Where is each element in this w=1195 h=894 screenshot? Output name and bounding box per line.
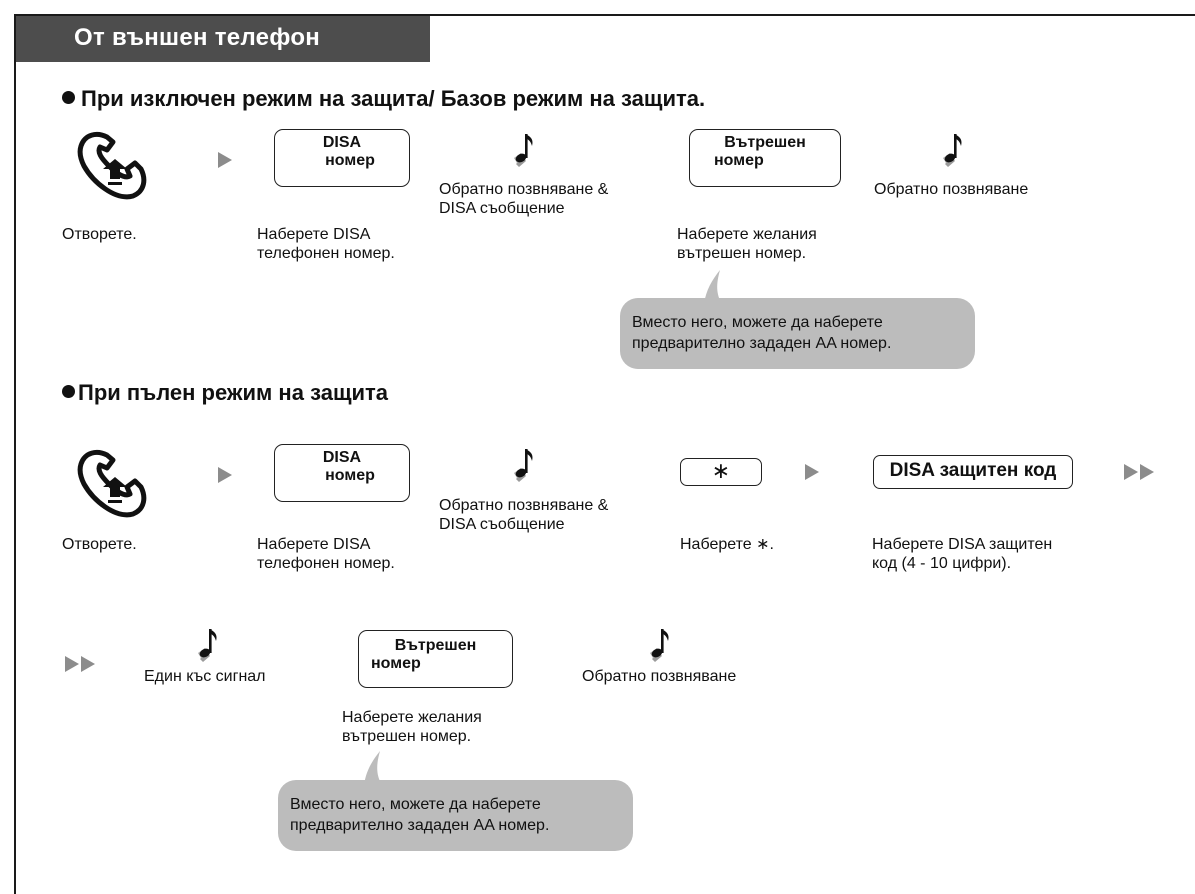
s2-disa-label-line1: Наберете DISA: [257, 536, 371, 553]
s1-ringback-label-line2: DISA съобщение: [439, 200, 565, 217]
s1-note-line1: Вместо него, можете да наберете: [632, 314, 883, 331]
s1-note-line2: предварително зададен AA номер.: [632, 335, 892, 352]
s2-star-label: Наберете ∗.: [680, 536, 774, 553]
play-arrow-icon: [218, 467, 232, 483]
s1-offhook-label: Отворете.: [62, 226, 137, 243]
s2-disa-key-line2: номер: [325, 467, 375, 484]
s2-ext-label: Наберете желания вътрешен номер.: [342, 708, 482, 746]
section2-heading-text: При пълен режим на защита: [78, 380, 389, 405]
s2-ext-key-line1: Вътрешен: [394, 637, 477, 654]
s2-note-line1: Вместо него, можете да наберете: [290, 796, 541, 813]
bullet-icon: [62, 91, 75, 104]
s1-ext-label-line2: вътрешен номер.: [677, 245, 807, 262]
s1-disa-number-key: DISA номер: [274, 129, 410, 187]
s1-note-bubble: Вместо него, можете да наберете предвари…: [620, 298, 975, 369]
play-arrow-icon: [218, 152, 232, 168]
disa-security-code-key: DISA защитен код: [873, 455, 1073, 489]
s2-ext-label-line1: Наберете желания: [342, 709, 482, 726]
frame-top-border: [14, 14, 1195, 16]
s2-short-tone-label: Един къс сигнал: [144, 668, 266, 685]
s2-code-label: Наберете DISA защитен код (4 - 10 цифри)…: [872, 535, 1052, 573]
section1-heading-text: При изключен режим на защита/ Базов режи…: [81, 86, 706, 111]
s2-ringback-label-line1: Обратно позвняване &: [439, 497, 609, 514]
music-note-tone-icon: [942, 131, 966, 167]
s1-final-tone-label: Обратно позвняване: [874, 181, 1029, 198]
s2-disa-label-line2: телефонен номер.: [257, 555, 395, 572]
music-note-tone-icon: [513, 446, 537, 482]
s2-final-tone-label: Обратно позвняване: [582, 668, 737, 685]
page-title: От външен телефон: [16, 16, 430, 62]
handset-offhook-icon: [75, 444, 165, 522]
star-key: ∗: [680, 458, 762, 486]
s2-disa-number-key: DISA номер: [274, 444, 410, 502]
s1-ext-key-line2: номер: [714, 152, 764, 169]
s1-ringback-label-line1: Обратно позвняване &: [439, 181, 609, 198]
s1-disa-label: Наберете DISA телефонен номер.: [257, 225, 395, 263]
s1-disa-key-line2: номер: [325, 152, 375, 169]
music-note-tone-icon: [513, 131, 537, 167]
s1-ext-key-line1: Вътрешен: [724, 134, 806, 151]
s1-ext-label-line1: Наберете желания: [677, 226, 817, 243]
s2-note-bubble: Вместо него, можете да наберете предвари…: [278, 780, 633, 851]
s2-ringback-label: Обратно позвняване & DISA съобщение: [439, 496, 608, 534]
s2-disa-key-line1: DISA: [322, 449, 362, 466]
section2-heading: При пълен режим на защита: [62, 380, 388, 406]
s2-offhook-label: Отворете.: [62, 536, 137, 553]
music-note-tone-icon: [649, 626, 673, 662]
s1-disa-label-line1: Наберете DISA: [257, 226, 371, 243]
s2-ringback-label-line2: DISA съобщение: [439, 516, 565, 533]
s2-ext-label-line2: вътрешен номер.: [342, 728, 472, 745]
s2-disa-label: Наберете DISA телефонен номер.: [257, 535, 395, 573]
handset-offhook-icon: [75, 126, 165, 204]
music-note-tone-icon: [197, 626, 221, 662]
frame-left-border: [14, 14, 16, 894]
s1-ringback-label: Обратно позвняване & DISA съобщение: [439, 180, 608, 218]
s2-code-label-line1: Наберете DISA защитен: [872, 536, 1053, 553]
s1-disa-key-line1: DISA: [322, 134, 362, 151]
bullet-icon: [62, 385, 75, 398]
s2-extension-number-key: Вътрешен номер: [358, 630, 513, 688]
s1-extension-number-key: Вътрешен номер: [689, 129, 841, 187]
play-arrow-icon: [805, 464, 819, 480]
s2-note-line2: предварително зададен AA номер.: [290, 817, 550, 834]
s1-note-bubble-tail: [704, 270, 722, 304]
s2-note-bubble-tail: [364, 751, 382, 785]
s1-disa-label-line2: телефонен номер.: [257, 245, 395, 262]
s2-code-label-line2: код (4 - 10 цифри).: [872, 555, 1012, 572]
s1-ext-label: Наберете желания вътрешен номер.: [677, 225, 817, 263]
section1-heading: При изключен режим на защита/ Базов режи…: [62, 86, 705, 112]
s2-ext-key-line2: номер: [371, 655, 421, 672]
